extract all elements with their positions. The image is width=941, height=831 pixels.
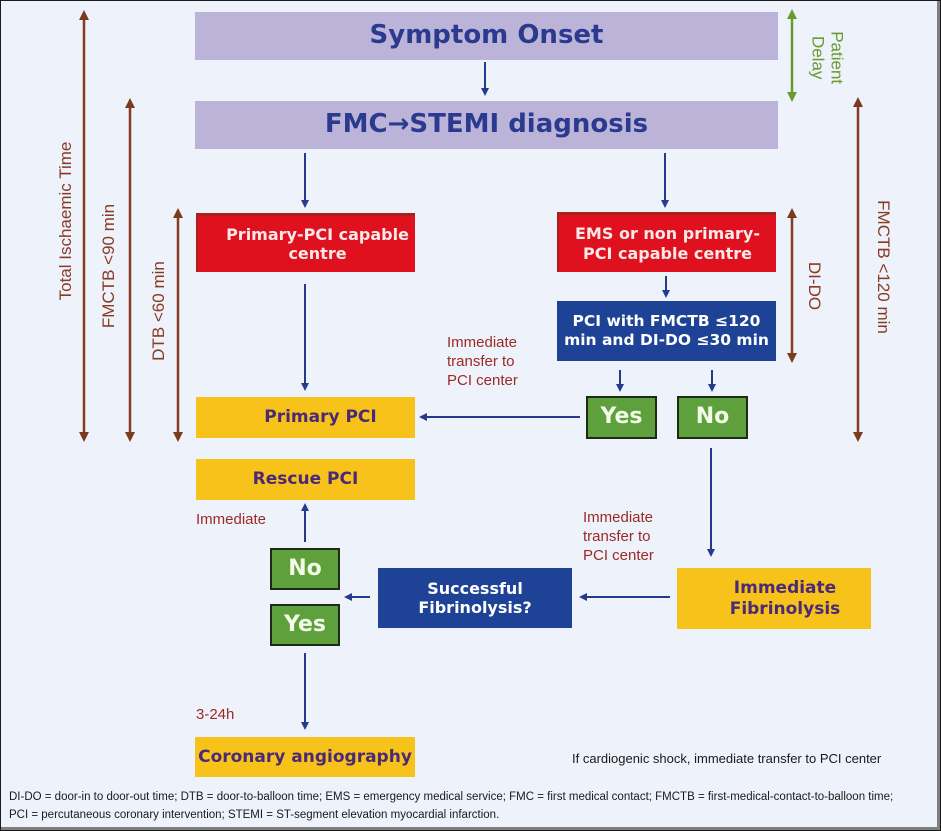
cardiogenic-shock-note: If cardiogenic shock, immediate transfer… — [572, 751, 882, 766]
successful-fibrinolysis-box: Successful Fibrinolysis? — [378, 568, 572, 628]
coronary-angiography-box: Coronary angiography — [195, 737, 415, 777]
immediate-fibrinolysis-box: Immediate Fibrinolysis — [677, 568, 871, 629]
primary-pci-capable-centre-box: Primary-PCI capable centre — [196, 213, 415, 272]
fmc-stemi-diagnosis-box: FMC→STEMI diagnosis — [195, 101, 778, 149]
transfer-note-top: Immediate transfer to PCI center — [447, 334, 518, 389]
footer-line-2: PCI = percutaneous coronary intervention… — [9, 808, 500, 821]
symptom-onset-box: Symptom Onset — [195, 12, 778, 60]
ems-non-pci-centre-box: EMS or non primary-PCI capable centre — [557, 212, 776, 272]
fmctb-120-label: FMCTB <120 min — [874, 200, 893, 334]
dtb-60-label: DTB <60 min — [149, 261, 168, 361]
no-decision-box: No — [677, 396, 748, 439]
yes-fibrinolysis-box: Yes — [270, 604, 340, 646]
immediate-note: Immediate — [196, 511, 267, 528]
abbreviations-footer: DI-DO = door-in to door-out time; DTB = … — [9, 789, 929, 825]
di-do-label: DI-DO — [805, 261, 824, 311]
fmctb-90-label: FMCTB <90 min — [99, 203, 118, 329]
primary-pci-box: Primary PCI — [196, 397, 415, 438]
time-3-24h-note: 3-24h — [196, 706, 235, 723]
transfer-note-bottom: Immediate transfer to PCI center — [583, 509, 654, 564]
total-ischaemic-time-label: Total Ischaemic Time — [56, 141, 75, 301]
yes-decision-box: Yes — [586, 396, 657, 439]
no-fibrinolysis-box: No — [270, 548, 340, 590]
patient-delay-label: Patient Delay — [809, 31, 847, 85]
pci-criteria-box: PCI with FMCTB ≤120 min and DI-DO ≤30 mi… — [557, 301, 776, 361]
footer-line-1: DI-DO = door-in to door-out time; DTB = … — [9, 791, 894, 803]
rescue-pci-box: Rescue PCI — [196, 459, 415, 500]
